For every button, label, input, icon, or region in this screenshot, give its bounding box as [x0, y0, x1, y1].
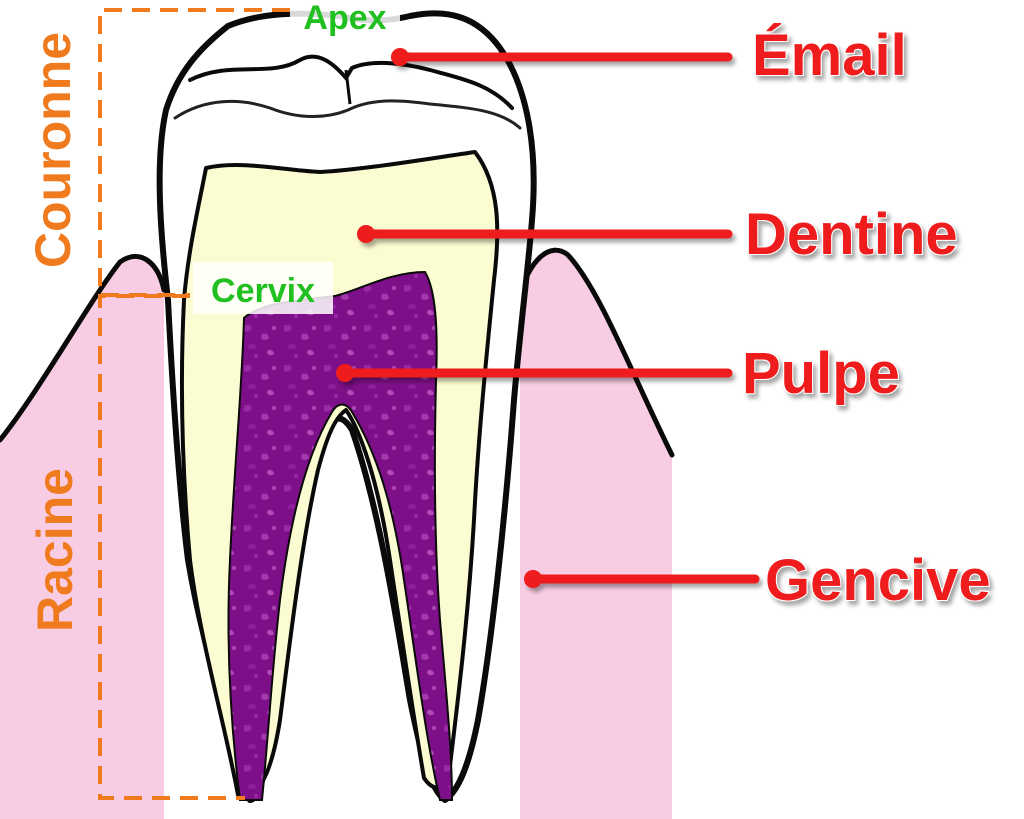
- gum-outline: [517, 247, 675, 458]
- dentine-pointer-dot: [357, 225, 375, 243]
- dentine-area: [180, 150, 500, 798]
- root-bracket: [98, 294, 245, 800]
- pulpe-label: Pulpe: [742, 341, 900, 406]
- root-label: Racine: [27, 468, 83, 632]
- enamel-ridge: [173, 99, 522, 130]
- gum-outline: [0, 254, 167, 443]
- apex-label: Apex: [303, 0, 386, 37]
- pointer-lines: [336, 48, 760, 588]
- dentine-label: Dentine: [745, 202, 958, 267]
- email-pointer-dot: [391, 48, 409, 66]
- pulpe-pointer-dot: [336, 364, 354, 382]
- gum-shape: [0, 256, 164, 819]
- email-label: Émail: [752, 23, 907, 88]
- apex-label-bg: [290, 0, 400, 36]
- pulp-area: [227, 270, 454, 801]
- cervix-label: Cervix: [211, 272, 315, 310]
- enamel-groove: [344, 69, 352, 105]
- cervix-label-bg: [193, 262, 333, 314]
- structure-labels: Émail Dentine Pulpe Gencive: [741, 22, 992, 614]
- crown-label: Couronne: [25, 32, 81, 268]
- gencive-label: Gencive: [765, 548, 991, 613]
- gum-shape: [520, 250, 672, 819]
- gencive-pointer-dot: [524, 570, 542, 588]
